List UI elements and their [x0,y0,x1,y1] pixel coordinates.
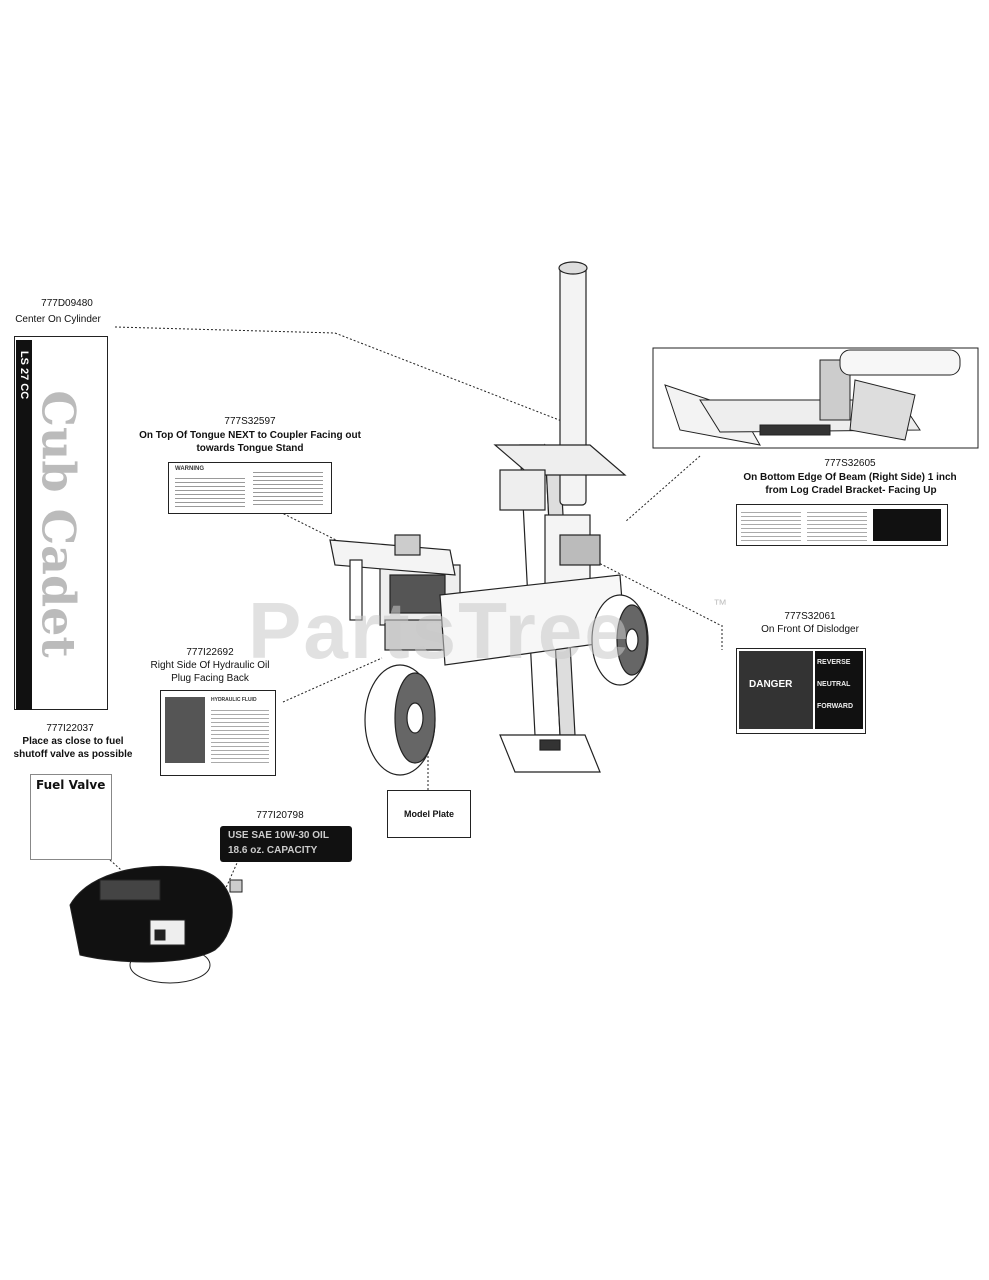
decal-dislodger-danger-panel: DANGER [739,651,813,729]
label-part-777I20798: 777I20798 [256,810,304,821]
label-desc-beam-2: from Log Cradel Bracket- Facing Up [765,485,937,496]
engine-illustration [69,865,243,984]
decal-dislodger-forward: FORWARD [817,703,854,710]
label-part-777S32605: 777S32605 [824,458,876,469]
leader-line-tongue [279,511,361,553]
label-desc-cylinder: Center On Cylinder [15,314,101,325]
decal-hydraulic: HYDRAULIC FLUID [160,690,276,776]
watermark: PartsTree [248,586,631,675]
decal-hydraulic-text [211,707,269,763]
decal-cylinder-model: LS 27 CC [18,350,31,400]
label-desc-tongue-1: On Top Of Tongue NEXT to Coupler Facing … [139,430,361,441]
label-part-777I22692: 777I22692 [186,647,234,658]
log-splitter-illustration [329,261,649,776]
decal-warning: WARNING [168,462,332,514]
decal-cylinder-model-wrap: LS 27 CC [16,345,32,405]
label-desc-fuel-1: Place as close to fuel [22,736,124,747]
label-part-777S32597: 777S32597 [224,416,276,427]
decal-dislodger: DANGER REVERSE NEUTRAL FORWARD [736,648,866,734]
leader-line-beam [624,455,701,523]
leader-line-cylinder [114,326,336,334]
decal-beam-darkbar [873,509,941,541]
model-plate: Model Plate [387,790,471,838]
decal-cylinder-brand-text: Cub Cadet [32,390,86,658]
decal-oil-line1: USE SAE 10W-30 OIL [228,830,329,841]
watermark-tm: ™ [713,596,727,612]
decal-warning-text-lines [175,475,245,507]
decal-beam-icons [741,509,801,541]
decal-dislodger-reverse: REVERSE [817,659,851,666]
decal-dislodger-neutral: NEUTRAL [817,681,851,688]
label-part-777D09480: 777D09480 [41,298,93,309]
decal-dislodger-danger: DANGER [749,679,793,690]
beam-detail-inset [652,347,979,449]
label-part-777S32061: 777S32061 [784,611,836,622]
decal-fuel-valve [30,774,112,860]
label-desc-tongue-2: towards Tongue Stand [196,443,304,454]
label-desc-fuel-2: shutoff valve as possible [13,749,133,760]
decal-warning-text-lines-2 [253,469,323,507]
decal-warning-title: WARNING [175,466,204,472]
decal-beam [736,504,948,546]
label-part-777I22037: 777I22037 [46,723,94,734]
decal-fuel-valve-title: Fuel Valve [36,778,106,792]
decal-oil: USE SAE 10W-30 OIL 18.6 oz. CAPACITY [220,826,352,862]
decal-hydraulic-title: HYDRAULIC FLUID [211,697,257,703]
decal-oil-line2: 18.6 oz. CAPACITY [228,845,318,856]
leader-line-cylinder-b [334,332,573,426]
decal-hydraulic-tank [165,697,205,763]
label-desc-dislodger: On Front Of Dislodger [761,624,859,635]
decal-dislodger-controls: REVERSE NEUTRAL FORWARD [815,651,863,729]
decal-cylinder-sidebar [16,340,32,710]
label-desc-hydraulic-2: Plug Facing Back [171,673,249,684]
label-desc-beam-1: On Bottom Edge Of Beam (Right Side) 1 in… [743,472,957,483]
decal-beam-text [807,509,867,541]
label-desc-hydraulic-1: Right Side Of Hydraulic Oil [150,660,270,671]
